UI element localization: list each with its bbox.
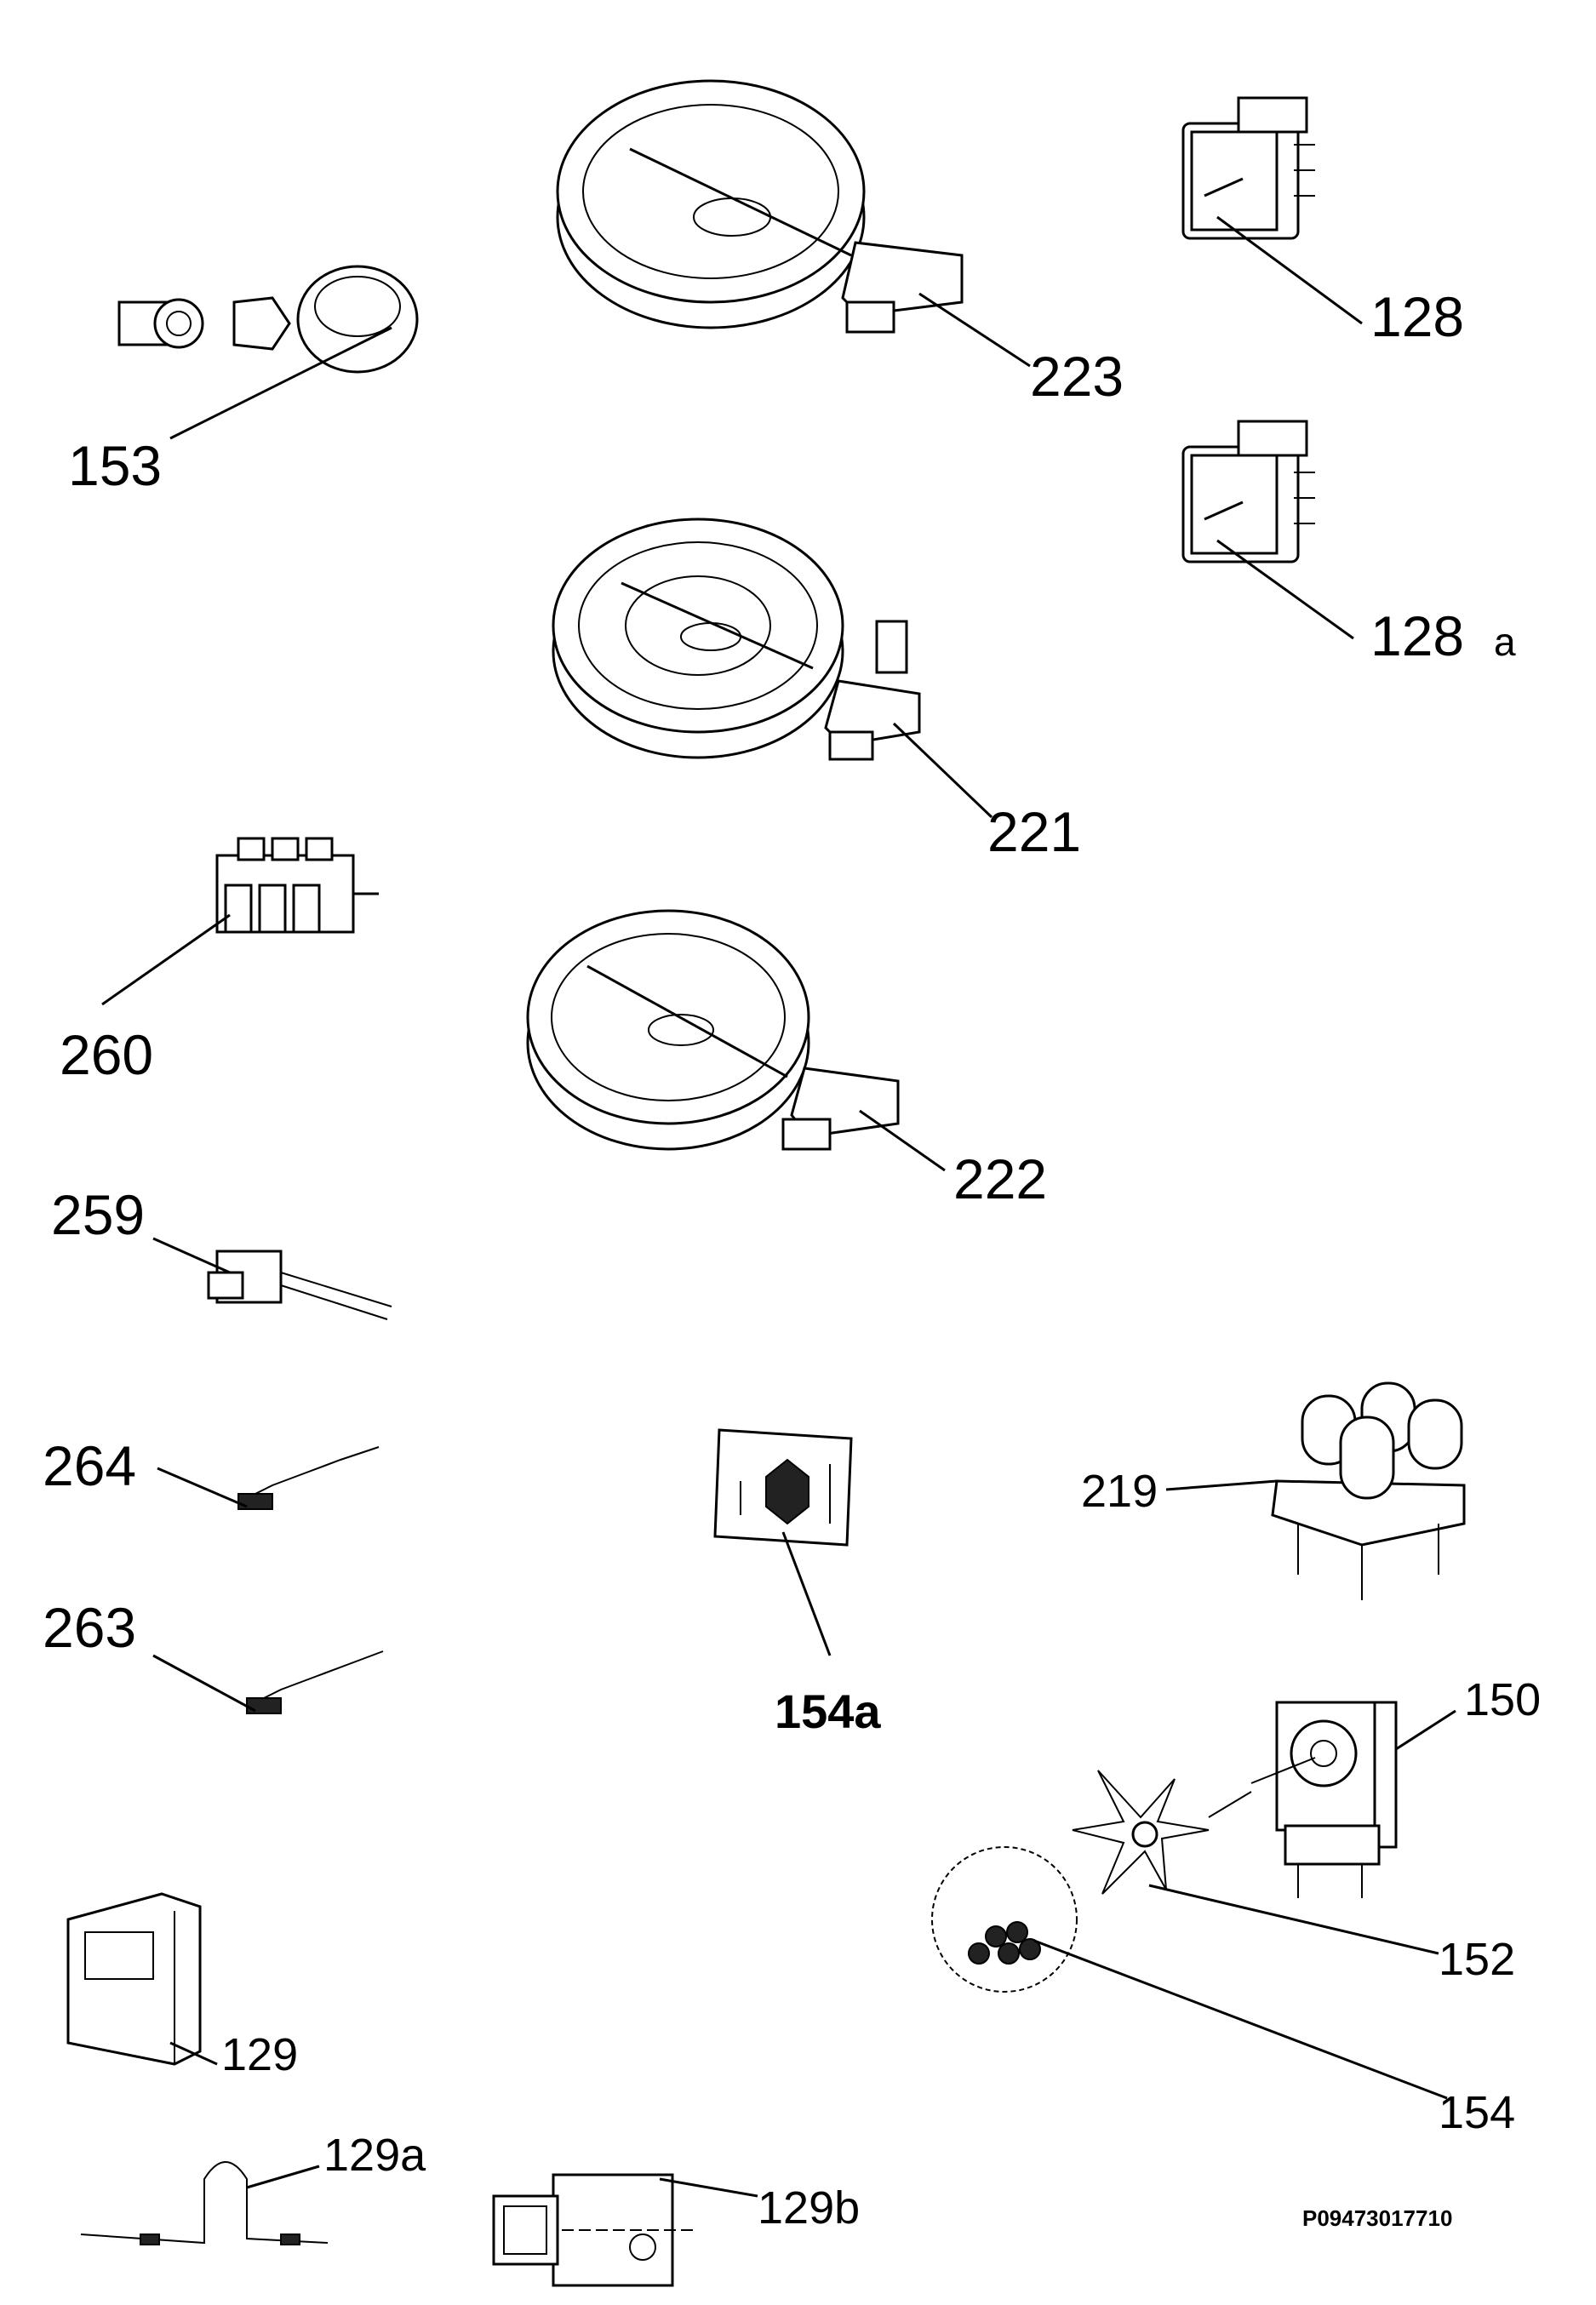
- label-222: 222: [953, 1147, 1047, 1210]
- part-152-fan-blade: [1072, 1770, 1439, 1955]
- label-129a: 129a: [323, 2130, 426, 2181]
- part-260-rotary-switch: [101, 837, 379, 1006]
- label-128: 128: [1370, 285, 1464, 348]
- part-150-fan-motor: [1250, 1701, 1456, 1898]
- part-128-switch: [1181, 96, 1363, 325]
- part-219-capacitor-block: [1165, 1381, 1466, 1600]
- label-219: 219: [1081, 1466, 1158, 1517]
- label-154a: 154a: [775, 1684, 881, 1738]
- label-264: 264: [43, 1434, 136, 1497]
- part-129-housing: [66, 1892, 218, 2066]
- part-154-fan-grille: [931, 1846, 1448, 2100]
- label-259: 259: [51, 1183, 145, 1246]
- part-154a-label-card: [713, 1428, 853, 1656]
- part-221-hotplate: [552, 518, 993, 819]
- label-128a-number: 128: [1370, 604, 1464, 667]
- drawing-id: P09473017710: [1302, 2205, 1452, 2231]
- part-264-connector: [157, 1446, 380, 1510]
- label-223: 223: [1030, 345, 1124, 408]
- label-150: 150: [1464, 1674, 1541, 1725]
- label-263: 263: [43, 1596, 136, 1659]
- part-129a-sensor-wire: [80, 2161, 329, 2245]
- label-153: 153: [68, 434, 162, 497]
- label-129b: 129b: [758, 2182, 860, 2234]
- part-222-hotplate: [526, 909, 946, 1172]
- part-129b-lamp-holder: [492, 2173, 758, 2287]
- label-152: 152: [1439, 1934, 1515, 1985]
- part-153-knob: [117, 265, 419, 440]
- part-259-switch: [152, 1237, 392, 1320]
- part-223-hotplate: [556, 79, 1031, 368]
- label-260: 260: [60, 1023, 153, 1086]
- label-128a-suffix: a: [1494, 620, 1516, 664]
- label-221: 221: [987, 800, 1081, 863]
- part-263-connector: [152, 1650, 384, 1714]
- label-154: 154: [1439, 2087, 1515, 2138]
- part-128a-switch: [1181, 420, 1354, 640]
- label-129: 129: [221, 2029, 298, 2080]
